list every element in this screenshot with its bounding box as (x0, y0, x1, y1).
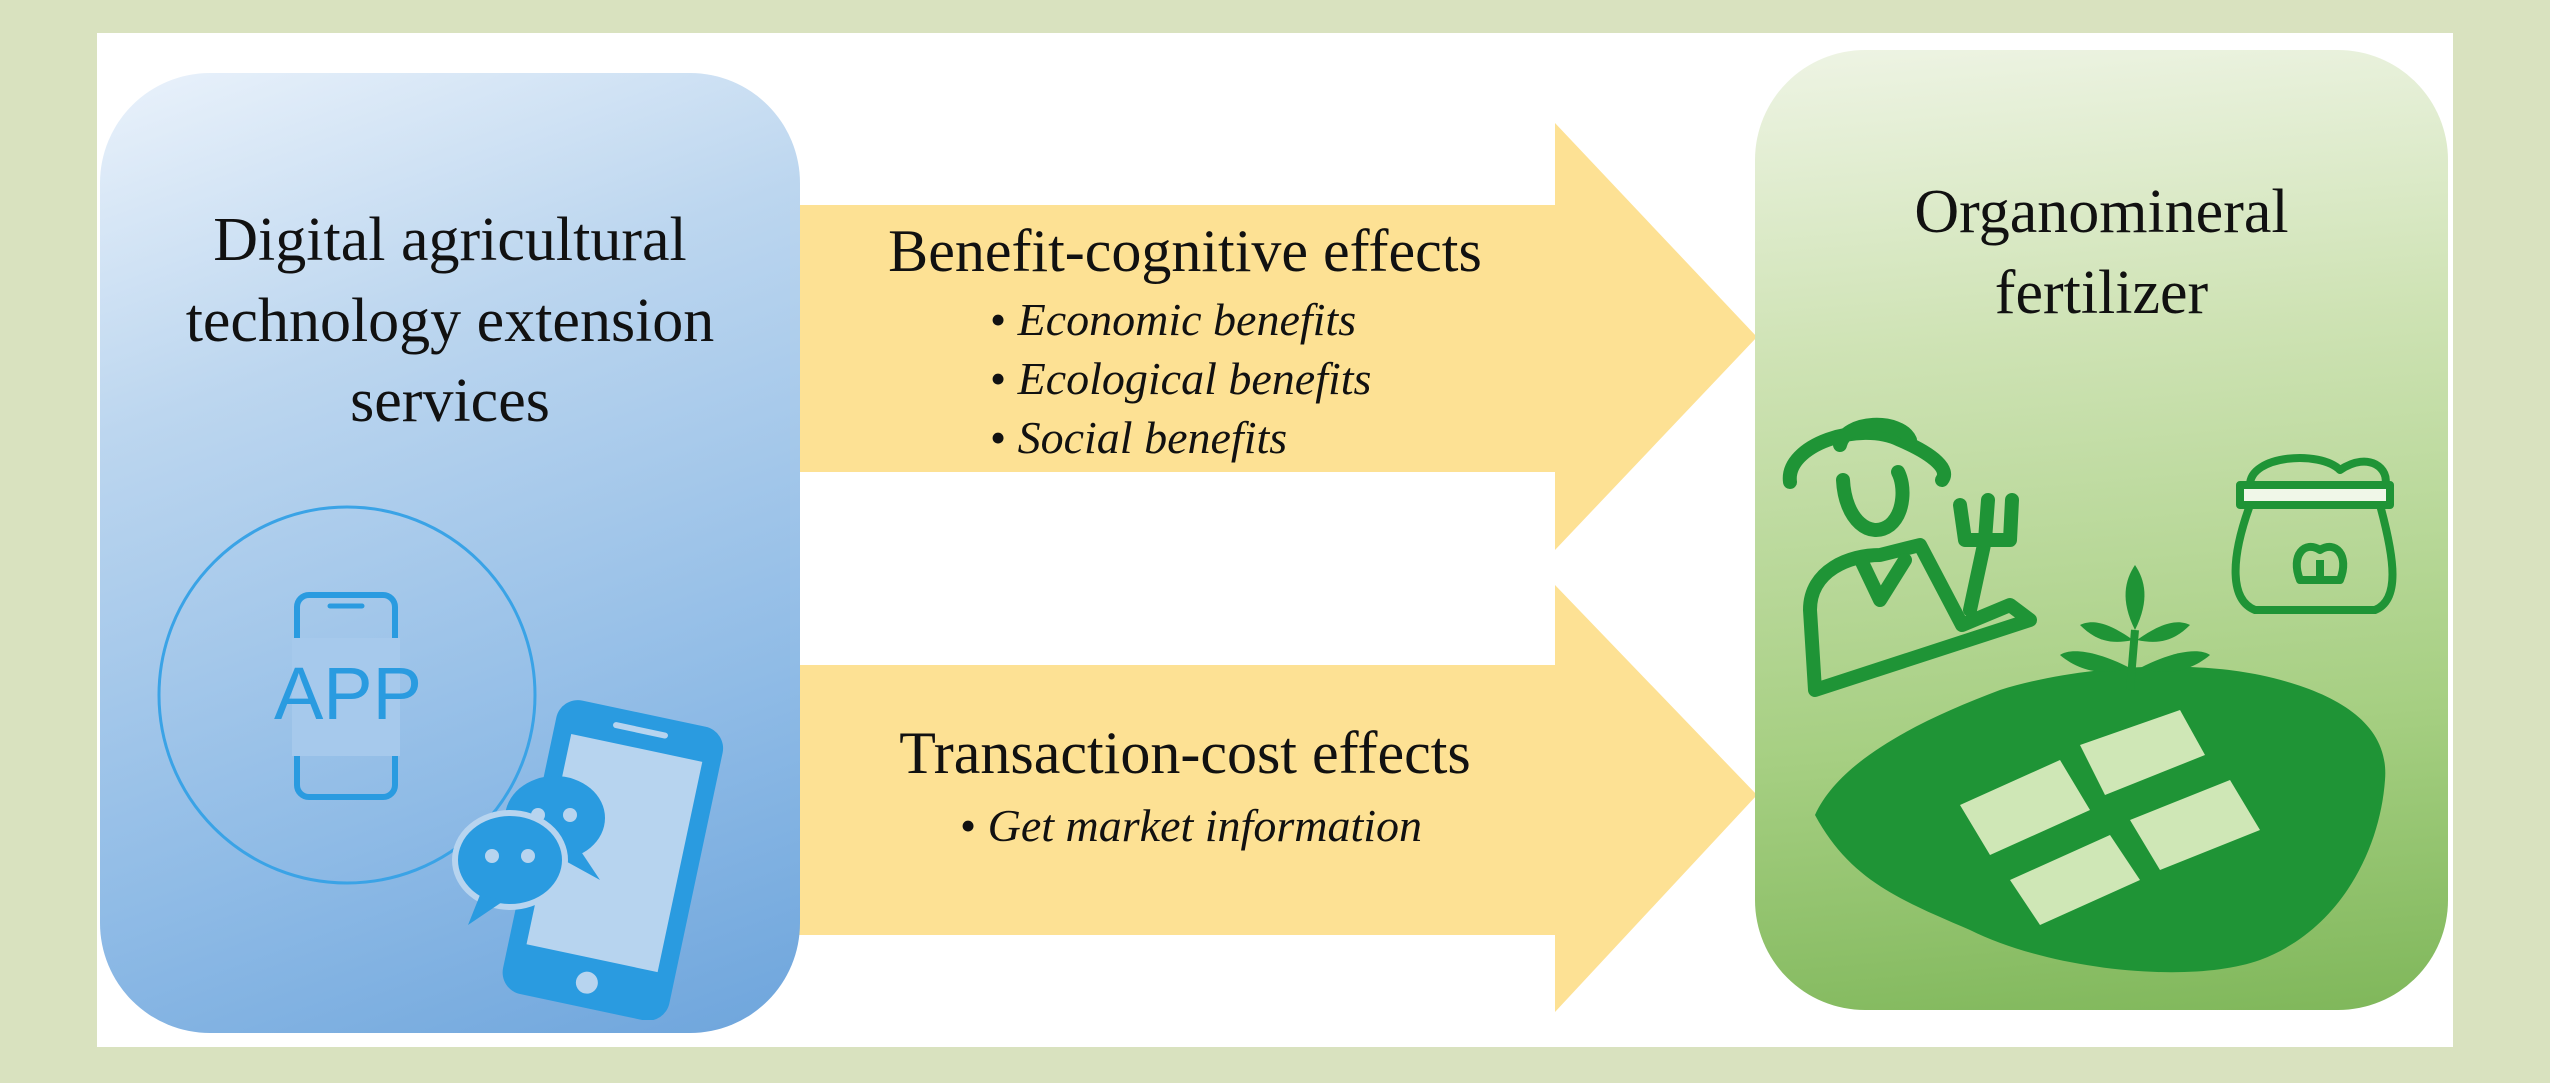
fertilizer-bag-icon (2231, 454, 2397, 614)
app-icon-group: APP (157, 505, 724, 1020)
app-circle-icon (157, 505, 537, 885)
list-item: Social benefits (990, 408, 1371, 467)
list-item: Ecological benefits (990, 349, 1372, 408)
target-box-title: Organomineral fertilizer (1755, 172, 2448, 333)
benefit-cognitive-list: Economic benefits Ecological benefits So… (990, 290, 1372, 467)
target-title-line-2: fertilizer (1994, 258, 2209, 327)
list-item: Economic benefits (990, 290, 1371, 349)
field-sprout-icon (1815, 565, 2386, 973)
app-text: APP (274, 652, 422, 735)
farmer-icon (1782, 417, 2037, 697)
chat-bubble-icon (452, 776, 605, 925)
list-item: Get market information (960, 796, 1422, 855)
source-box-title: Digital agricultural technology extensio… (100, 200, 800, 442)
transaction-cost-list: Get market information (960, 796, 1422, 855)
transaction-cost-title: Transaction-cost effects (899, 720, 1471, 786)
benefit-cognitive-title: Benefit-cognitive effects (888, 218, 1482, 284)
farm-icon-group (1782, 417, 2397, 973)
source-title-line-1: Digital agricultural (213, 206, 687, 274)
source-title-line-2: technology extension (185, 286, 715, 355)
target-title-line-1: Organomineral (1914, 178, 2289, 246)
source-title-line-3: services (350, 367, 550, 436)
